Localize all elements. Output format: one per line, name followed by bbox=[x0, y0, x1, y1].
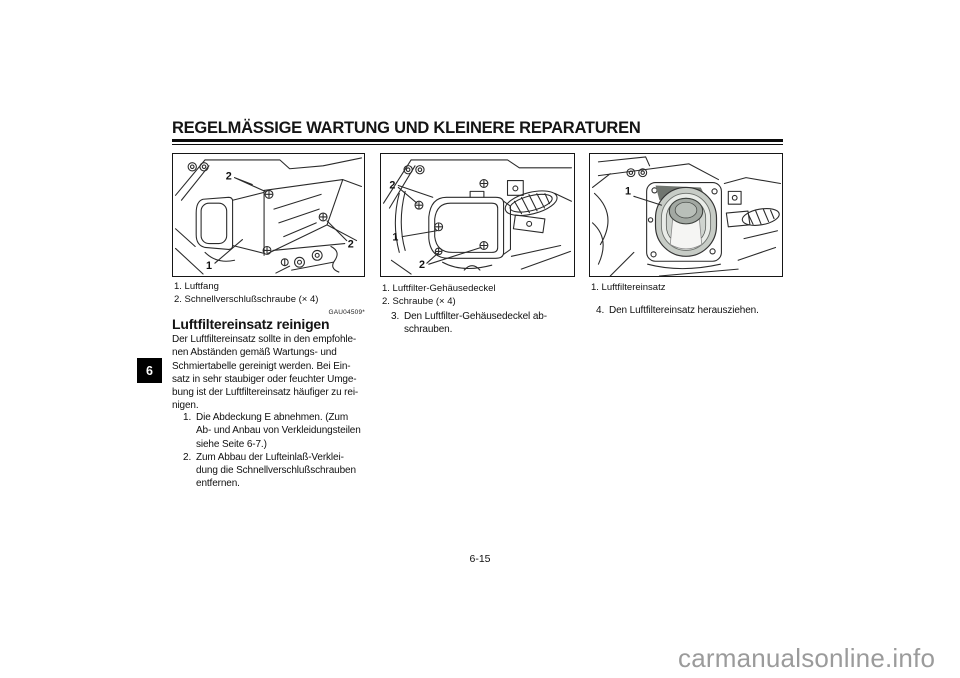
section-heading: Luftfiltereinsatz reinigen bbox=[172, 316, 330, 332]
figure-caption-middle: 1. Luftfilter-Gehäusedeckel 2. Schraube … bbox=[382, 283, 582, 309]
step-item-4: 4. Den Luftfiltereinsatz herausziehen. bbox=[585, 304, 795, 317]
caption-line: 1. Luftfang bbox=[174, 281, 219, 292]
case-cover-illustration: 2 1 2 bbox=[382, 159, 573, 275]
steps-list-col3: 4. Den Luftfiltereinsatz herausziehen. bbox=[585, 304, 795, 317]
steps-list-col1: 1. Die Abdeckung E abnehmen. (Zum Ab- un… bbox=[172, 411, 387, 491]
caption-line: 2. Schraube (× 4) bbox=[382, 295, 456, 307]
step-text: Den Luftfilter-Gehäusedeckel ab- schraub… bbox=[404, 311, 547, 336]
figure-caption-left: 1. Luftfang 2. Schnellverschlußschraube … bbox=[174, 281, 374, 307]
figure-air-scoop: 2 2 1 bbox=[172, 153, 365, 277]
figure-filter-element: 1 bbox=[589, 153, 783, 277]
step-text: Den Luftfiltereinsatz herausziehen. bbox=[609, 305, 759, 316]
figure-label: 1 bbox=[392, 232, 398, 244]
caption-line: 1. Luftfilter-Gehäusedeckel bbox=[382, 283, 496, 294]
step-text: Zum Abbau der Lufteinlaß-Verklei- dung d… bbox=[196, 451, 356, 490]
intro-paragraph: Der Luftfiltereinsatz sollte in den empf… bbox=[172, 334, 359, 412]
caption-line: 1. Luftfiltereinsatz bbox=[591, 282, 666, 293]
page-number: 6-15 bbox=[469, 553, 491, 565]
step-number: 3. bbox=[391, 311, 400, 322]
step-item-1: 1. Die Abdeckung E abnehmen. (Zum Ab- un… bbox=[172, 411, 387, 451]
title-rule-thick bbox=[172, 139, 783, 142]
step-item-3: 3. Den Luftfilter-Gehäusedeckel ab- schr… bbox=[380, 310, 580, 337]
watermark-text: carmanualsonline.info bbox=[678, 643, 936, 673]
air-scoop-illustration: 2 2 1 bbox=[174, 157, 363, 275]
figure-label: 2 bbox=[389, 179, 395, 191]
step-number: 1. bbox=[183, 412, 192, 423]
chapter-tab: 6 bbox=[137, 358, 162, 383]
step-number: 2. bbox=[183, 451, 192, 463]
step-number: 4. bbox=[596, 305, 605, 316]
steps-list-col2: 3. Den Luftfilter-Gehäusedeckel ab- schr… bbox=[380, 310, 580, 337]
title-rule-thin bbox=[172, 143, 783, 146]
figure-label: 2 bbox=[226, 171, 232, 183]
figure-label: 1 bbox=[625, 185, 631, 197]
filter-element-illustration: 1 bbox=[591, 156, 781, 276]
page-title: REGELMÄSSIGE WARTUNG UND KLEINERE REPARA… bbox=[172, 119, 641, 137]
figure-case-cover: 2 1 2 bbox=[380, 153, 575, 277]
step-text: Die Abdeckung E abnehmen. (Zum Ab- und A… bbox=[196, 412, 361, 450]
reference-code: GAU04509* bbox=[328, 309, 365, 316]
figure-label: 2 bbox=[348, 238, 354, 250]
figure-label: 1 bbox=[206, 260, 212, 272]
figure-label: 2 bbox=[419, 259, 425, 271]
figure-caption-right: 1. Luftfiltereinsatz bbox=[591, 282, 791, 295]
caption-line: 2. Schnellverschlußschraube (× 4) bbox=[174, 293, 319, 305]
step-item-2: 2. Zum Abbau der Lufteinlaß-Verklei- dun… bbox=[172, 451, 387, 491]
